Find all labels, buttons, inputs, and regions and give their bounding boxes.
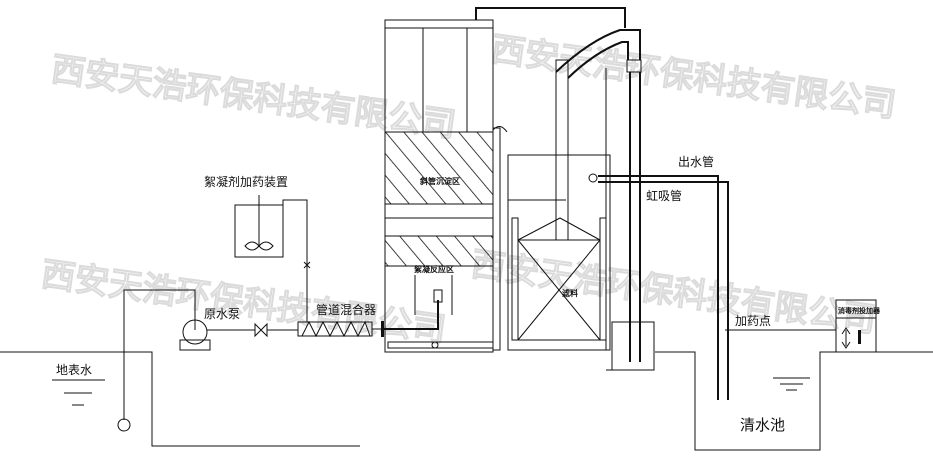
check-valve-icon bbox=[303, 261, 311, 269]
intake-pipe bbox=[123, 289, 196, 420]
pipe-mixer bbox=[297, 320, 384, 338]
label-surface-water: 地表水 bbox=[56, 363, 92, 377]
side-pipe bbox=[492, 127, 501, 351]
mixer-element-icon bbox=[301, 320, 371, 338]
siphon-upper-pipe bbox=[555, 29, 641, 73]
valve-icon bbox=[254, 322, 268, 338]
watermark-text-4: 西安天浩环保科技有限公司 bbox=[469, 244, 879, 340]
label-filter-media: 滤料 bbox=[562, 288, 578, 298]
filter-body bbox=[507, 154, 611, 351]
watermark-text-2: 西安天浩环保科技有限公司 bbox=[489, 29, 899, 125]
filter-center-pipe bbox=[555, 59, 569, 241]
filter-hood bbox=[517, 217, 601, 241]
label-clear-water-tank: 清水池 bbox=[740, 416, 785, 434]
distributor-icon bbox=[433, 289, 443, 303]
clarifier-inlet-pipe bbox=[384, 300, 439, 330]
outlet-piping bbox=[588, 173, 836, 400]
drain-valve-icon bbox=[431, 341, 439, 349]
ground-and-basins bbox=[0, 351, 933, 451]
arrow-icon bbox=[841, 327, 851, 349]
inclined-tube-zone bbox=[384, 131, 494, 205]
watermark-text-3: 西安天浩环保科技有限公司 bbox=[39, 254, 449, 350]
pump-base bbox=[179, 339, 211, 351]
outlet-pipe bbox=[598, 181, 729, 400]
label-siphon-pipe: 虹吸管 bbox=[646, 188, 682, 203]
indicator-icon bbox=[858, 330, 861, 344]
filter-media-cross bbox=[517, 239, 601, 341]
label-flocculant-dosing: 絮凝剂加药装置 bbox=[204, 174, 288, 189]
flocculation-zone bbox=[384, 235, 494, 267]
label-outlet-pipe: 出水管 bbox=[678, 154, 714, 169]
clarifier-tank bbox=[384, 19, 508, 353]
dosing-pipe bbox=[282, 199, 308, 322]
flange-icon bbox=[381, 321, 384, 337]
siphon-head bbox=[626, 59, 642, 73]
label-inclined-tube-zone: 斜管沉淀区 bbox=[419, 176, 460, 186]
pipe-bend bbox=[492, 126, 508, 133]
outlet-pipe bbox=[598, 175, 719, 400]
siphon-upper-pipe bbox=[567, 41, 629, 79]
disinfectant-box bbox=[835, 299, 877, 353]
filter-unit bbox=[507, 59, 611, 351]
label-pipe-mixer: 管道混合器 bbox=[316, 302, 376, 317]
pump-icon bbox=[182, 319, 208, 345]
labels: 地表水 原水泵 絮凝剂加药装置 管道混合器 斜管沉淀区 絮凝反应区 滤料 出水管… bbox=[56, 154, 881, 434]
outlet-valve-icon bbox=[588, 173, 598, 183]
label-disinfectant-dosing: 消毒剂投加器 bbox=[838, 306, 881, 315]
intake-strainer-icon bbox=[117, 418, 131, 432]
flocculant-dosing-unit bbox=[234, 195, 311, 322]
raw-water-pump-assembly bbox=[117, 289, 298, 432]
disinfectant-dosing-unit bbox=[835, 299, 877, 353]
ground-line bbox=[0, 351, 360, 447]
watermark-text-1: 西安天浩环保科技有限公司 bbox=[49, 49, 459, 145]
outlet-well bbox=[611, 321, 655, 371]
siphon-piping bbox=[475, 7, 655, 371]
label-flocculation-zone: 絮凝反应区 bbox=[414, 264, 454, 274]
label-raw-pump: 原水泵 bbox=[204, 307, 240, 321]
filter-left-pipe bbox=[511, 217, 519, 341]
label-dosing-point: 加药点 bbox=[735, 314, 771, 328]
clear-water-tank-outline bbox=[655, 351, 933, 451]
agitator-icon bbox=[244, 241, 274, 251]
overhead-pipe bbox=[475, 7, 626, 28]
